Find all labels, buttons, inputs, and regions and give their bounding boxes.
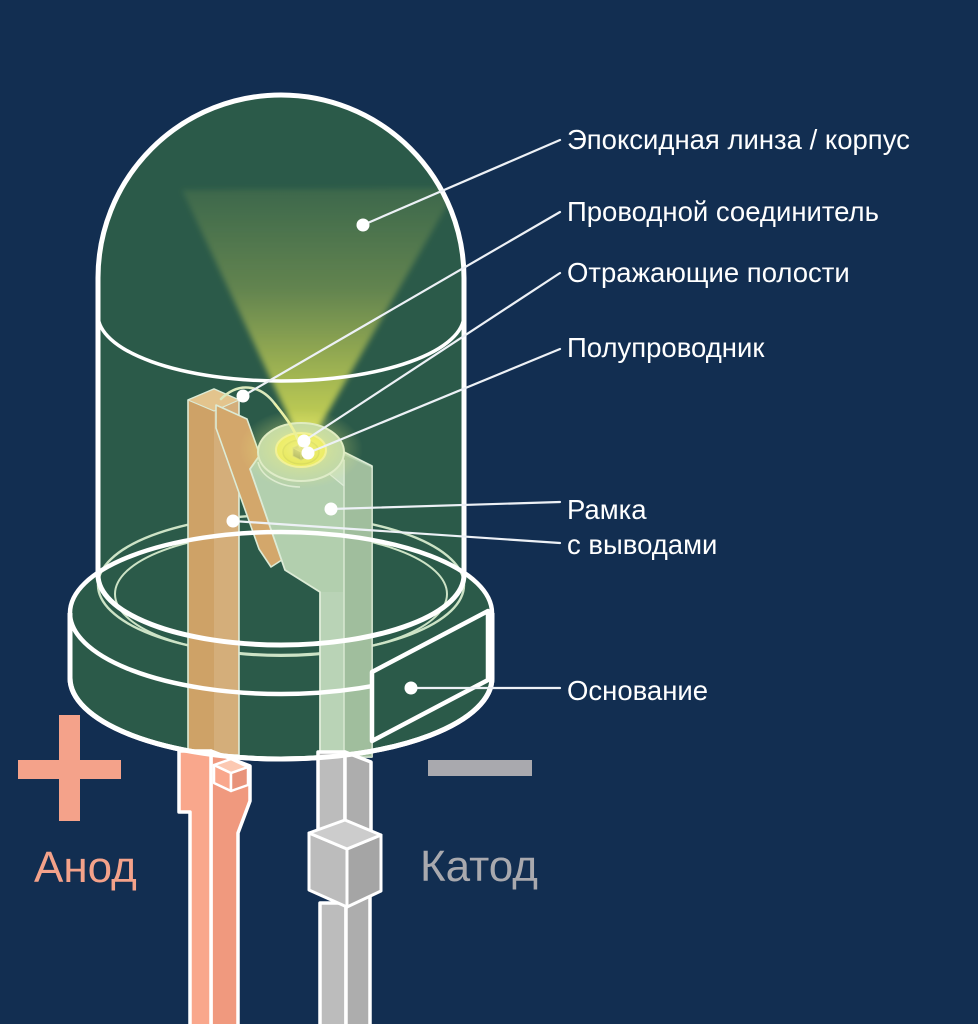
- base-bottom-rim: [67, 677, 495, 762]
- label-anode: Анод: [34, 843, 137, 892]
- plus-icon: [18, 715, 121, 821]
- label-lead-frame-line1: Рамка: [567, 494, 647, 525]
- minus-icon: [428, 760, 532, 776]
- dot-semiconductor: [301, 446, 315, 460]
- leader-semiconductor: [306, 347, 562, 455]
- cathode-lead: [307, 750, 383, 1024]
- leader-lead-frame-2: [231, 519, 562, 545]
- callout-labels: Эпоксидная линза / корпус Проводной соед…: [567, 124, 910, 706]
- cathode-lead-crimp: [307, 818, 383, 909]
- dot-lead-frame: [324, 502, 338, 516]
- cup-glow: [239, 409, 363, 489]
- anode-lead-notch: [212, 757, 250, 793]
- dot-lead-frame-2: [226, 514, 240, 528]
- dot-base: [404, 681, 418, 695]
- label-lead-frame-line2: с выводами: [567, 529, 717, 560]
- label-semiconductor: Полупроводник: [567, 332, 765, 363]
- label-epoxy-lens: Эпоксидная линза / корпус: [567, 124, 910, 155]
- label-cathode: Катод: [420, 842, 538, 891]
- anode-lead: [177, 749, 252, 1024]
- leader-lens: [361, 138, 562, 227]
- anode-frame: [187, 388, 289, 756]
- leader-wire-bond: [241, 210, 562, 398]
- label-base: Основание: [567, 675, 708, 706]
- leader-lines: [231, 138, 562, 690]
- label-reflective-cavity: Отражающие полости: [567, 257, 850, 288]
- dot-reflective-cavity: [297, 434, 311, 448]
- leader-lead-frame-1: [329, 500, 562, 511]
- label-wire-bond: Проводной соединитель: [567, 196, 879, 227]
- base-flat-facet: [369, 608, 491, 744]
- leader-reflective-cavity: [302, 271, 562, 443]
- callout-dots: [226, 218, 418, 695]
- dot-wire-bond: [236, 389, 250, 403]
- dot-lens: [356, 218, 370, 232]
- light-cone: [182, 188, 457, 452]
